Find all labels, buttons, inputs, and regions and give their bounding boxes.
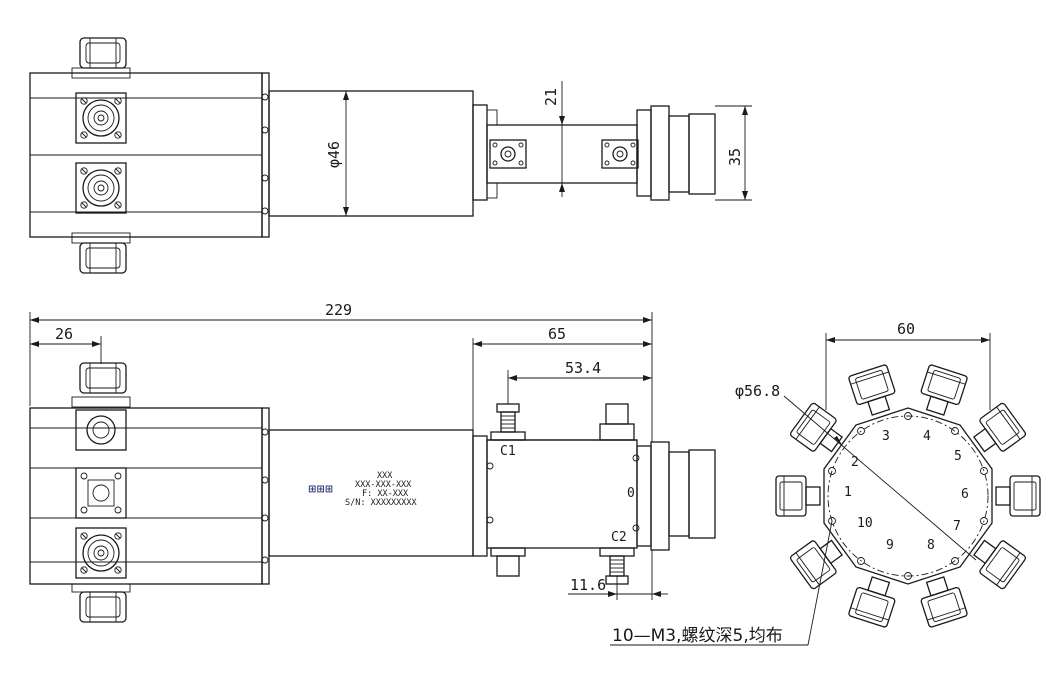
brand-logo: ⊞⊞⊞ (308, 484, 333, 495)
dim-35-label: 35 (726, 148, 744, 166)
dim-53-4-label: 53.4 (565, 359, 601, 377)
label-line3: F: XX-XXX (362, 489, 409, 499)
port-c1-label: C1 (500, 444, 516, 459)
top-view: φ46 21 35 (29, 37, 752, 274)
port-number-5: 5 (954, 449, 962, 464)
dim-26-label: 26 (55, 325, 73, 343)
dim-21-label: 21 (542, 88, 560, 106)
port-number-1: 1 (844, 485, 852, 500)
dim-phi56-8-label: φ56.8 (735, 382, 780, 400)
port-number-2: 2 (851, 455, 859, 470)
dim-11-6-label: 11.6 (570, 576, 606, 594)
port-number-3: 3 (882, 429, 890, 444)
label-line1: XXX (377, 471, 393, 481)
label-line2: XXX-XXX-XXX (355, 480, 412, 490)
thread-note: 10—M3,螺纹深5,均布 (612, 626, 783, 646)
port-number-8: 8 (927, 538, 935, 553)
port-number-4: 4 (923, 429, 931, 444)
port-number-10: 10 (857, 516, 873, 531)
front-view: ⊞⊞⊞ XXX XXX-XXX-XXX F: XX-XXX S/N: XXXXX… (29, 301, 716, 623)
port-number-7: 7 (953, 519, 961, 534)
port-c2-label: C2 (611, 530, 627, 545)
dim-229-label: 229 (325, 301, 352, 319)
dim-65-label: 65 (548, 325, 566, 343)
port-number-9: 9 (886, 538, 894, 553)
dim-phi46-label: φ46 (325, 141, 343, 168)
end-view: φ56.8 60 1 2 3 4 5 6 7 8 9 10 10—M3,螺纹深5… (610, 320, 1041, 646)
label-line4: S/N: XXXXXXXXX (345, 498, 418, 508)
port-0-label: 0 (627, 486, 635, 501)
dim-60-label: 60 (897, 320, 915, 338)
port-number-6: 6 (961, 487, 969, 502)
